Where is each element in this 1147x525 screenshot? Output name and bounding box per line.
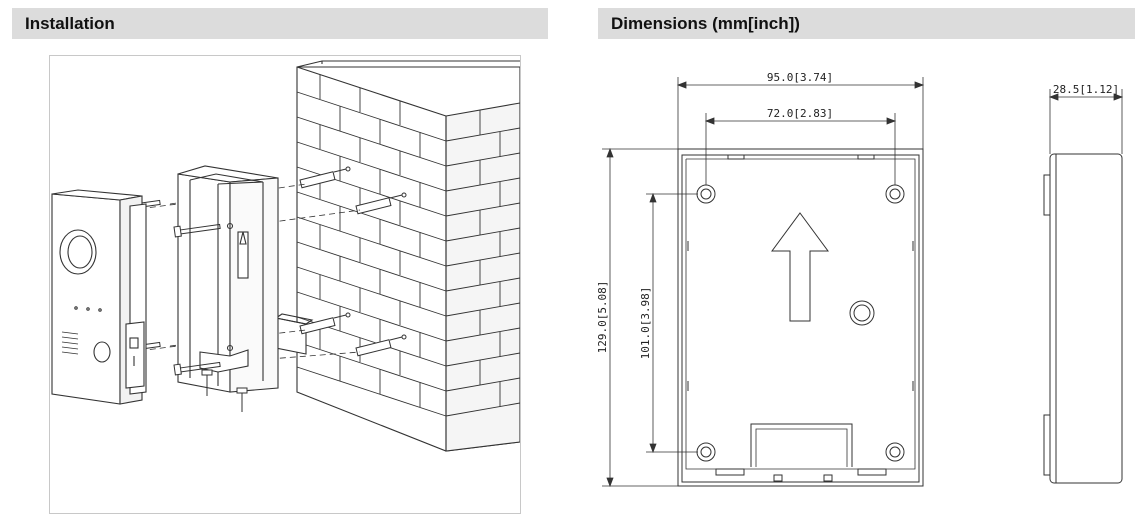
outdoor-station (51, 189, 147, 405)
front-view (677, 148, 924, 487)
hole-spacing-width-label: 72.0[2.83] (767, 107, 833, 120)
depth-label: 28.5[1.12] (1053, 83, 1119, 96)
hole-spacing-height-label: 101.0[3.98] (639, 287, 652, 360)
dimensions-title: Dimensions (mm[inch]) (611, 14, 800, 33)
wall-anchors (299, 166, 407, 357)
overall-height-label: 129.0[5.08] (598, 281, 609, 354)
overall-width-label: 95.0[3.74] (767, 71, 833, 84)
dimensions-drawing: 95.0[3.74] 72.0[2.83] 129.0[5.08] 101.0[… (596, 71, 1124, 488)
back-box (177, 165, 279, 393)
installation-header: Installation (12, 8, 548, 39)
dimensions-header: Dimensions (mm[inch]) (598, 8, 1135, 39)
installation-diagram (49, 55, 521, 514)
dimension-lines (602, 77, 1124, 488)
up-arrow-icon (771, 212, 829, 322)
cable-hole (849, 300, 875, 326)
brick-wall (274, 60, 520, 452)
installation-illustration (51, 60, 520, 452)
installation-title: Installation (25, 14, 115, 33)
side-view (1043, 153, 1123, 484)
dimensions-diagram: 95.0[3.74] 72.0[2.83] 129.0[5.08] 101.0[… (596, 55, 1138, 521)
